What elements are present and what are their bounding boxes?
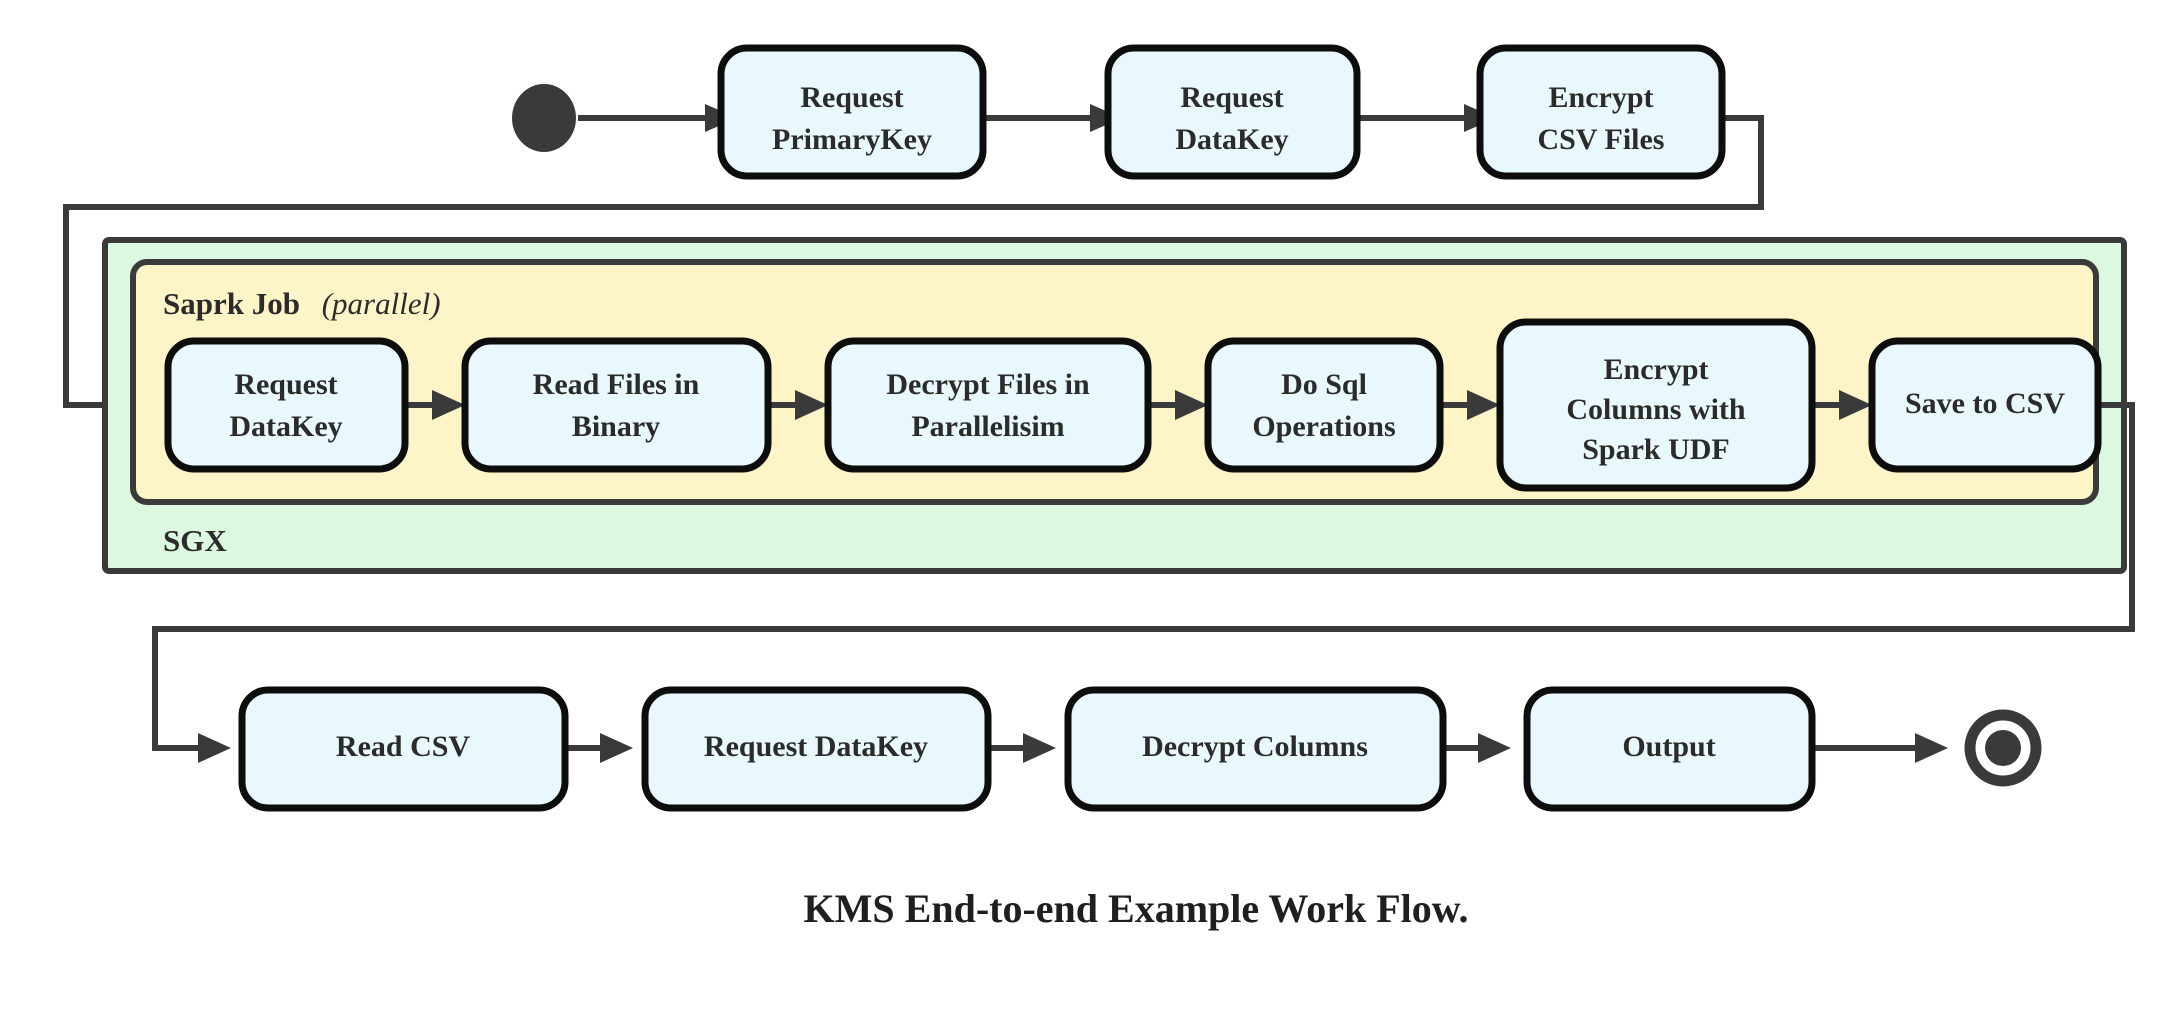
sgx-label: SGX: [163, 523, 227, 558]
node-request-primarykey-line-0: Request: [800, 81, 903, 114]
edge-spark-datakey-to-read-files: [405, 390, 465, 420]
start-node: [512, 84, 576, 152]
edge-request-datakey-to-decrypt-columns: [988, 733, 1056, 763]
node-decrypt-files-in-parallelisim-line-0: Decrypt Files in: [886, 368, 1090, 401]
node-decrypt-files-in-parallelisim[interactable]: Decrypt Files in Parallelisim: [824, 337, 1152, 473]
node-output-line-0: Output: [1622, 730, 1715, 763]
spark-job-label-italic: (parallel): [322, 286, 441, 321]
node-output[interactable]: Output: [1523, 686, 1816, 812]
node-read-files-in-binary-line-0: Read Files in: [533, 368, 700, 401]
spark-job-label-bold: Saprk Job: [163, 286, 300, 321]
edge-primarykey-to-datakey: [983, 104, 1122, 132]
node-encrypt-csv-files-line-0: Encrypt: [1549, 81, 1654, 114]
node-read-files-in-binary-line-1: Binary: [572, 410, 660, 443]
node-read-files-in-binary[interactable]: Read Files in Binary: [461, 337, 772, 473]
node-read-csv[interactable]: Read CSV: [238, 686, 569, 812]
node-do-sql-operations[interactable]: Do Sql Operations: [1204, 337, 1444, 473]
node-request-datakey-bottom-line-0: Request DataKey: [704, 730, 928, 763]
edge-output-to-end: [1812, 733, 1948, 763]
node-request-datakey-bottom[interactable]: Request DataKey: [641, 686, 992, 812]
node-encrypt-columns-with-spark-udf[interactable]: Encrypt Columns with Spark UDF: [1496, 318, 1816, 492]
edge-decrypt-columns-to-output: [1443, 733, 1511, 763]
edge-save-csv-to-read-csv: [152, 402, 2135, 763]
node-decrypt-columns[interactable]: Decrypt Columns: [1064, 686, 1447, 812]
edge-read-csv-to-request-datakey: [565, 733, 633, 763]
edge-start-to-request-primarykey: [578, 104, 737, 132]
node-request-datakey-spark[interactable]: Request DataKey: [164, 337, 409, 473]
node-save-to-csv[interactable]: Save to CSV: [1868, 337, 2102, 473]
edge-datakey-to-encrypt-csv: [1357, 104, 1496, 132]
node-request-primarykey-line-1: PrimaryKey: [772, 123, 932, 156]
node-encrypt-columns-with-spark-udf-line-2: Spark UDF: [1582, 433, 1730, 466]
end-node: [1964, 709, 2042, 787]
spark-job-label: Saprk Job (parallel): [163, 286, 441, 321]
node-encrypt-csv-files-line-1: CSV Files: [1538, 123, 1665, 156]
diagram-caption: KMS End-to-end Example Work Flow.: [804, 886, 1469, 931]
edge-encrypt-columns-to-save-csv: [1812, 390, 1872, 420]
node-encrypt-columns-with-spark-udf-line-0: Encrypt: [1604, 353, 1709, 386]
node-request-datakey-top-line-0: Request: [1180, 81, 1283, 114]
node-request-datakey-top[interactable]: Request DataKey: [1104, 44, 1361, 180]
node-do-sql-operations-line-1: Operations: [1252, 410, 1395, 443]
node-decrypt-columns-line-0: Decrypt Columns: [1142, 730, 1368, 763]
node-decrypt-files-in-parallelisim-line-1: Parallelisim: [911, 410, 1064, 443]
node-do-sql-operations-line-0: Do Sql: [1281, 368, 1367, 401]
node-request-primarykey[interactable]: Request PrimaryKey: [717, 44, 987, 180]
node-save-to-csv-line-0: Save to CSV: [1905, 387, 2065, 420]
node-request-datakey-spark-line-1: DataKey: [229, 410, 342, 443]
node-encrypt-columns-with-spark-udf-line-1: Columns with: [1566, 393, 1746, 426]
node-request-datakey-spark-line-0: Request: [234, 368, 337, 401]
edge-do-sql-to-encrypt-columns: [1440, 390, 1500, 420]
edge-read-files-to-decrypt-files: [768, 390, 828, 420]
edge-decrypt-files-to-do-sql: [1148, 390, 1208, 420]
node-encrypt-csv-files[interactable]: Encrypt CSV Files: [1476, 44, 1726, 180]
node-request-datakey-top-line-1: DataKey: [1175, 123, 1288, 156]
node-read-csv-line-0: Read CSV: [336, 730, 471, 763]
